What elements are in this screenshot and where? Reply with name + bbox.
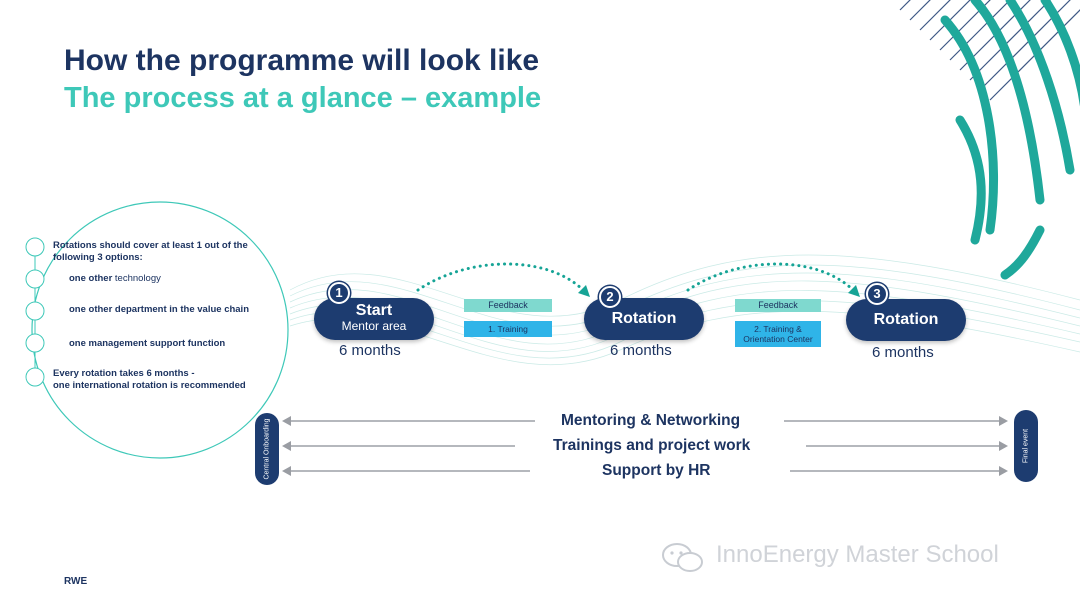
transition-1-training: 1. Training: [464, 321, 552, 337]
step-3-duration: 6 months: [872, 344, 934, 361]
final-event-cap: Final event: [1014, 410, 1038, 482]
wechat-icon: [662, 543, 703, 572]
step-3-pill: Rotation: [846, 299, 966, 341]
bar-trainings-label: Trainings and project work: [553, 437, 751, 454]
central-onboarding-cap: Central Onboarding: [255, 413, 279, 485]
transition-2-feedback: Feedback: [735, 299, 821, 312]
transition-2-training: 2. Training & Orientation Center: [735, 321, 821, 347]
central-onboarding-label: Central Onboarding: [263, 418, 271, 480]
rwe-logo: RWE: [64, 576, 88, 587]
step-1-duration: 6 months: [339, 342, 401, 359]
step-1-number-badge: 1: [328, 282, 350, 304]
option-item-3: one management support function: [69, 338, 226, 349]
step-2-title: Rotation: [611, 310, 677, 327]
option-item-2: one other department in the value chain: [69, 304, 250, 315]
option-item-1: one other technology: [69, 273, 161, 284]
step-2-duration: 6 months: [610, 342, 672, 359]
page-title: How the programme will look like: [64, 44, 540, 77]
options-circle-graphic: [31, 201, 289, 459]
bar-mentoring-label: Mentoring & Networking: [561, 412, 741, 429]
step-3-title: Rotation: [873, 311, 939, 328]
fingerprint-graphic: [940, 0, 1080, 280]
bar-arrows: [282, 416, 1008, 476]
options-intro: Rotations should cover at least 1 out of…: [53, 240, 248, 263]
page-subtitle: The process at a glance – example: [64, 82, 542, 114]
watermark-text: InnoEnergy Master School: [716, 541, 999, 568]
step-1-title: Start: [355, 302, 393, 319]
options-note: Every rotation takes 6 months -one inter…: [53, 368, 246, 391]
transition-1-feedback: Feedback: [464, 299, 552, 312]
flow-arrows: [416, 262, 860, 297]
bar-support-label: Support by HR: [602, 462, 711, 479]
options-timeline-dots: [25, 237, 45, 387]
step-1-subtitle: Mentor area: [341, 319, 407, 333]
final-event-label: Final event: [1022, 428, 1030, 464]
step-1-pill: Start Mentor area: [314, 298, 434, 340]
step-3-number-badge: 3: [866, 283, 888, 305]
step-2-number-badge: 2: [599, 286, 621, 308]
